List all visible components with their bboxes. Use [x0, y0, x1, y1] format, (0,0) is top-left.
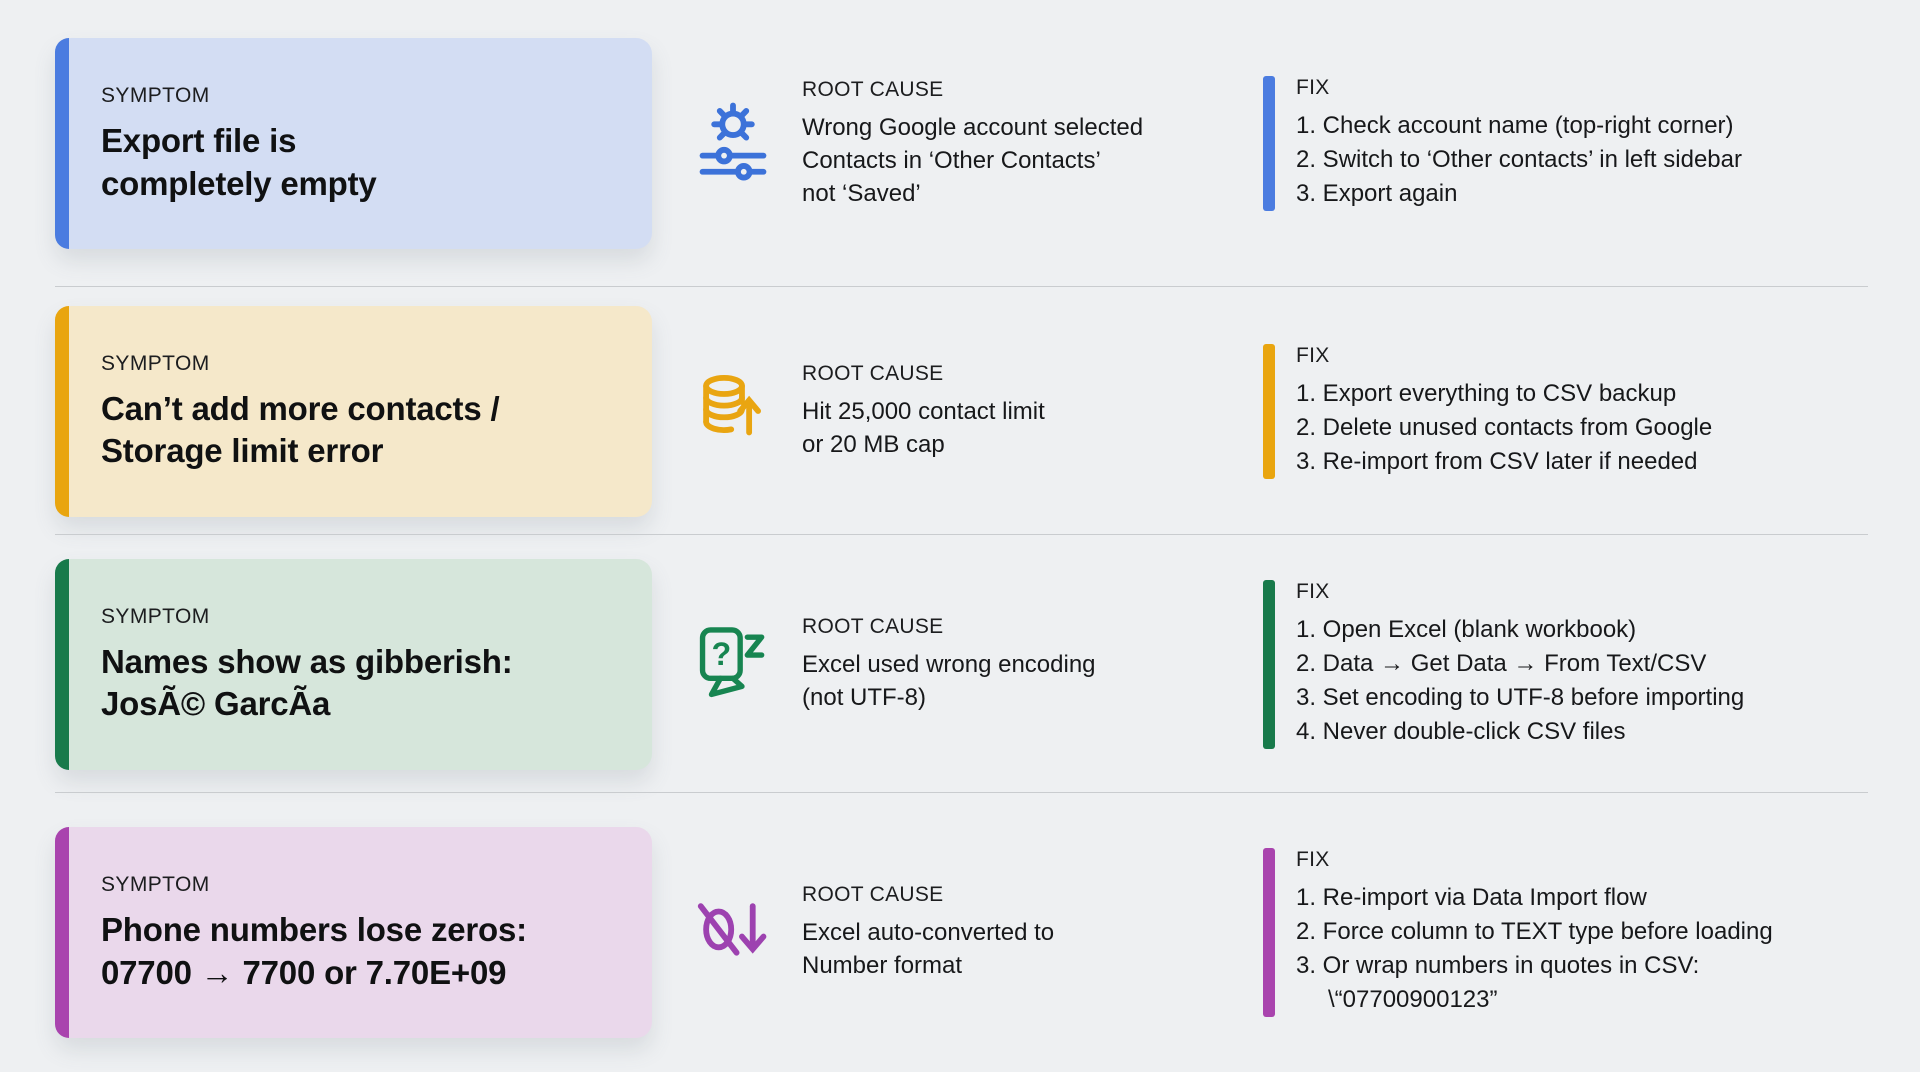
fix-label: FIX: [1296, 848, 1330, 871]
fix-block: FIX 1. Open Excel (blank workbook) 2. Da…: [1296, 580, 1744, 749]
leading-zero-lost-icon: [690, 885, 776, 981]
root-cause-label: ROOT CAUSE: [802, 361, 944, 385]
row-divider: [55, 286, 1868, 287]
symptom-title: Can’t add more contacts / Storage limit …: [101, 388, 624, 472]
fix-block: FIX 1. Export everything to CSV backup 2…: [1296, 344, 1712, 479]
fix-step: 2. Switch to ‘Other contacts’ in left si…: [1296, 146, 1742, 173]
fix-step: 4. Never double-click CSV files: [1296, 717, 1626, 745]
fix-section: FIX 1. Export everything to CSV backup 2…: [1263, 343, 1712, 479]
root-cause-line: Contacts in ‘Other Contacts’: [802, 146, 1101, 174]
fix-step: 2. Data → Get Data → From Text/CSV: [1296, 649, 1707, 677]
row-export-empty: SYMPTOM Export file is completely empty: [0, 0, 1920, 287]
row-divider: [55, 792, 1868, 793]
fix-accent-bar: [1263, 343, 1275, 479]
fix-accent-bar: [1263, 579, 1275, 749]
root-cause-section: ? ROOT CAUSE Excel used wrong encoding (…: [690, 615, 1210, 714]
root-cause-line: not ‘Saved’: [802, 179, 921, 207]
root-cause-section: ROOT CAUSE Wrong Google account selected…: [690, 78, 1210, 210]
symptom-title-line: JosÃ© GarcÃ­a: [101, 685, 331, 722]
root-cause-line: Wrong Google account selected: [802, 113, 1144, 141]
root-cause-block: ROOT CAUSE Wrong Google account selected…: [802, 78, 1143, 210]
root-cause-line: Hit 25,000 contact limit: [802, 397, 1045, 425]
root-cause-block: ROOT CAUSE Hit 25,000 contact limit or 2…: [802, 362, 1045, 461]
symptom-label: SYMPTOM: [101, 604, 210, 628]
row-lost-zeros: SYMPTOM Phone numbers lose zeros: 07700 …: [0, 793, 1920, 1072]
svg-text:?: ?: [712, 636, 732, 672]
symptom-title: Names show as gibberish: JosÃ© GarcÃ­a: [101, 641, 624, 725]
root-cause-line: Number format: [802, 952, 963, 979]
symptom-title-line: Can’t add more contacts /: [101, 389, 500, 427]
fix-step: 3. Set encoding to UTF-8 before importin…: [1296, 683, 1745, 711]
fix-section: FIX 1. Re-import via Data Import flow 2.…: [1263, 848, 1773, 1017]
root-cause-label: ROOT CAUSE: [802, 77, 944, 101]
fix-section: FIX 1. Check account name (top-right cor…: [1263, 76, 1742, 211]
gear-sliders-icon: [690, 96, 776, 192]
symptom-title-line: 07700 → 7700 or 7.70E+09: [101, 953, 507, 991]
symptom-title-line: completely empty: [101, 164, 377, 202]
symptom-title-line: Storage limit error: [101, 432, 384, 469]
fix-step: 1. Open Excel (blank workbook): [1296, 615, 1637, 643]
fix-accent-bar: [1263, 76, 1275, 211]
root-cause-section: ROOT CAUSE Excel auto-converted to Numbe…: [690, 883, 1210, 982]
fix-label: FIX: [1296, 343, 1330, 367]
root-cause-line: Excel used wrong encoding: [802, 650, 1096, 678]
root-cause-line: (not UTF-8): [802, 683, 927, 711]
symptom-card: SYMPTOM Export file is completely empty: [55, 38, 652, 249]
root-cause-label: ROOT CAUSE: [802, 614, 944, 638]
fix-step: 1. Export everything to CSV backup: [1296, 379, 1677, 407]
fix-step: 2. Delete unused contacts from Google: [1296, 413, 1713, 441]
fix-section: FIX 1. Open Excel (blank workbook) 2. Da…: [1263, 579, 1744, 749]
garbled-text-icon: ?: [690, 616, 776, 712]
symptom-card: SYMPTOM Phone numbers lose zeros: 07700 …: [55, 827, 652, 1038]
symptom-title: Phone numbers lose zeros: 07700 → 7700 o…: [101, 909, 624, 993]
symptom-label: SYMPTOM: [101, 84, 210, 108]
fix-step: 3. Re-import from CSV later if needed: [1296, 447, 1698, 475]
root-cause-label: ROOT CAUSE: [802, 883, 944, 906]
symptom-accent-bar: [55, 38, 69, 249]
fix-step: 3. Or wrap numbers in quotes in CSV:: [1296, 952, 1700, 979]
row-gibberish-names: SYMPTOM Names show as gibberish: JosÃ© G…: [0, 535, 1920, 793]
root-cause-line: or 20 MB cap: [802, 430, 945, 458]
symptom-card: SYMPTOM Can’t add more contacts / Storag…: [55, 305, 652, 517]
fix-label: FIX: [1296, 579, 1330, 603]
fix-block: FIX 1. Re-import via Data Import flow 2.…: [1296, 848, 1773, 1017]
fix-step: 2. Force column to TEXT type before load…: [1296, 918, 1773, 945]
row-storage-limit: SYMPTOM Can’t add more contacts / Storag…: [0, 287, 1920, 535]
root-cause-block: ROOT CAUSE Excel used wrong encoding (no…: [802, 615, 1096, 714]
symptom-label: SYMPTOM: [101, 351, 210, 375]
symptom-accent-bar: [55, 827, 69, 1038]
fix-step: 1. Re-import via Data Import flow: [1296, 884, 1647, 911]
fix-step-continuation: \“07700900123”: [1328, 986, 1498, 1013]
fix-label: FIX: [1296, 76, 1330, 99]
symptom-label: SYMPTOM: [101, 873, 210, 897]
symptom-accent-bar: [55, 558, 69, 770]
fix-accent-bar: [1263, 848, 1275, 1017]
symptom-title: Export file is completely empty: [101, 120, 624, 204]
fix-step: 1. Check account name (top-right corner): [1296, 112, 1734, 139]
symptom-title-line: Export file is: [101, 122, 297, 160]
symptom-title-line: Names show as gibberish:: [101, 642, 513, 680]
row-divider: [55, 534, 1868, 535]
symptom-accent-bar: [55, 305, 69, 517]
root-cause-section: ROOT CAUSE Hit 25,000 contact limit or 2…: [690, 362, 1210, 461]
root-cause-line: Excel auto-converted to: [802, 919, 1055, 946]
root-cause-block: ROOT CAUSE Excel auto-converted to Numbe…: [802, 883, 1054, 982]
symptom-card: SYMPTOM Names show as gibberish: JosÃ© G…: [55, 558, 652, 770]
fix-step: 3. Export again: [1296, 180, 1458, 207]
symptom-title-line: Phone numbers lose zeros:: [101, 911, 527, 949]
fix-block: FIX 1. Check account name (top-right cor…: [1296, 76, 1742, 211]
database-upload-icon: [690, 363, 776, 459]
